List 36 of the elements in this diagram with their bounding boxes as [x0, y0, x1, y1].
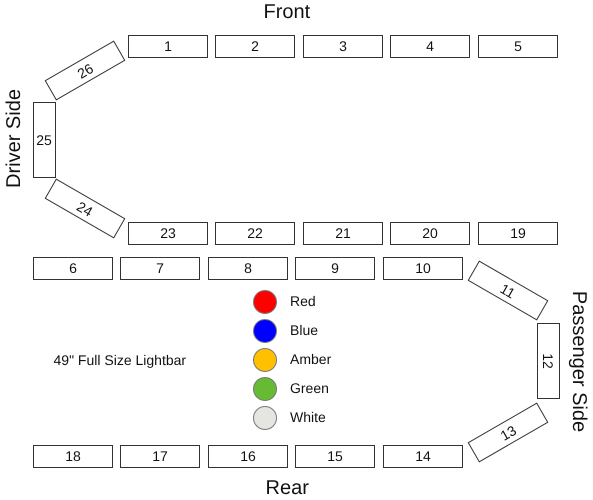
light-module-box: 18	[33, 444, 113, 468]
light-module-box: 17	[120, 444, 200, 468]
light-module-box: 2	[215, 34, 295, 58]
light-module-box: 12	[536, 323, 560, 399]
legend-text: Green	[290, 380, 329, 396]
legend-text: White	[290, 409, 326, 425]
legend-text: Amber	[290, 351, 332, 367]
light-module-box: 4	[390, 34, 470, 58]
light-module-box: 25	[32, 102, 56, 178]
light-module-box: 15	[295, 444, 375, 468]
light-module-box: 13	[468, 402, 548, 462]
light-module-box: 16	[208, 444, 288, 468]
light-module-box: 3	[303, 34, 383, 58]
side-label: Driver Side	[2, 88, 26, 188]
light-module-box: 19	[478, 222, 558, 244]
light-module-box: 10	[383, 256, 463, 280]
side-label: Passenger Side	[566, 290, 590, 432]
light-module-box: 20	[390, 222, 470, 244]
light-module-box: 21	[303, 222, 383, 244]
light-module-box: 6	[33, 256, 113, 280]
side-label: Front	[264, 0, 310, 24]
light-module-box: 11	[468, 260, 548, 320]
light-module-box: 9	[295, 256, 375, 280]
light-module-box: 1	[128, 34, 208, 58]
light-module-box: 26	[44, 40, 126, 100]
light-module-box: 14	[383, 444, 463, 468]
side-label: Rear	[266, 476, 309, 500]
light-module-box: 22	[215, 222, 295, 244]
light-module-box: 5	[478, 34, 558, 58]
light-module-box: 7	[120, 256, 200, 280]
light-module-box: 8	[208, 256, 288, 280]
legend-text: Red	[290, 293, 316, 309]
product-title: 49" Full Size Lightbar	[54, 352, 186, 368]
legend-text: Blue	[290, 322, 318, 338]
light-module-box: 23	[128, 222, 208, 244]
light-module-box: 24	[44, 178, 126, 238]
